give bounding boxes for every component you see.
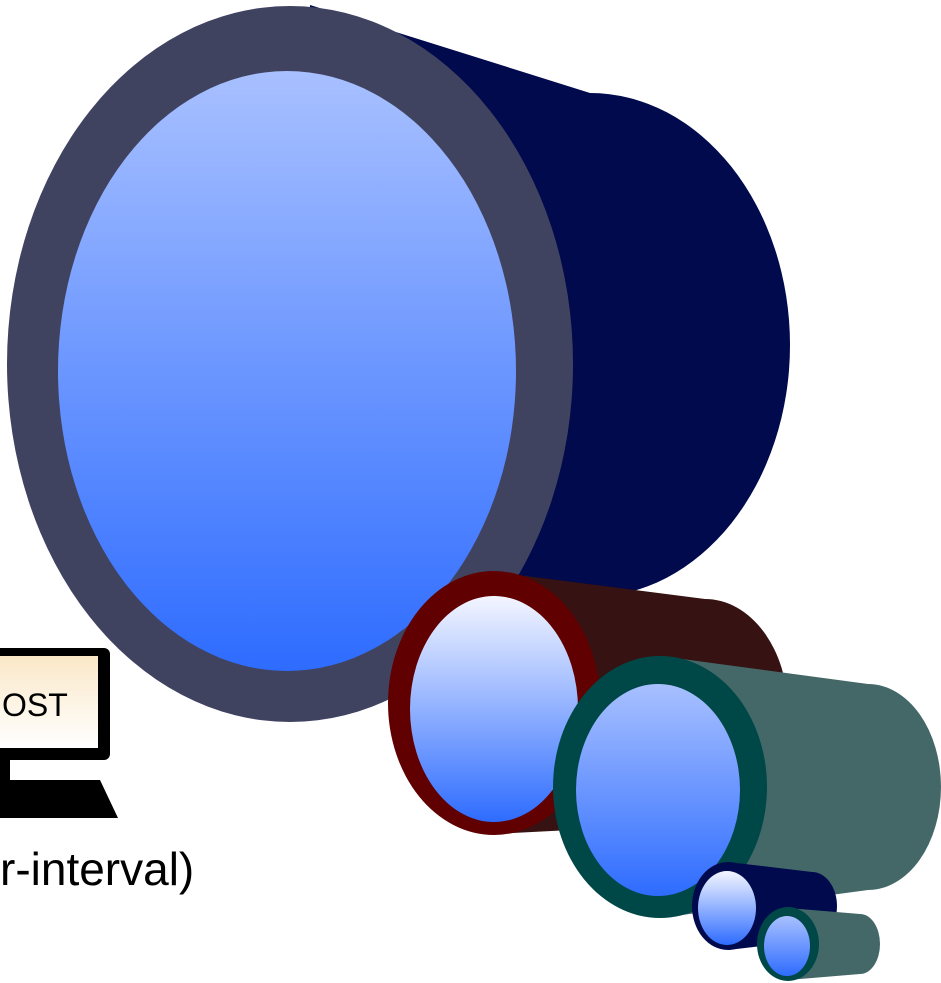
- caption-text: r-interval): [0, 843, 195, 895]
- monitor-icon: OST: [0, 648, 118, 818]
- small-teal-pipe-icon: [757, 907, 880, 981]
- monitor-label: OST: [2, 687, 68, 723]
- teal-pipe-icon: [553, 656, 941, 918]
- large-pipe-icon: [7, 5, 790, 722]
